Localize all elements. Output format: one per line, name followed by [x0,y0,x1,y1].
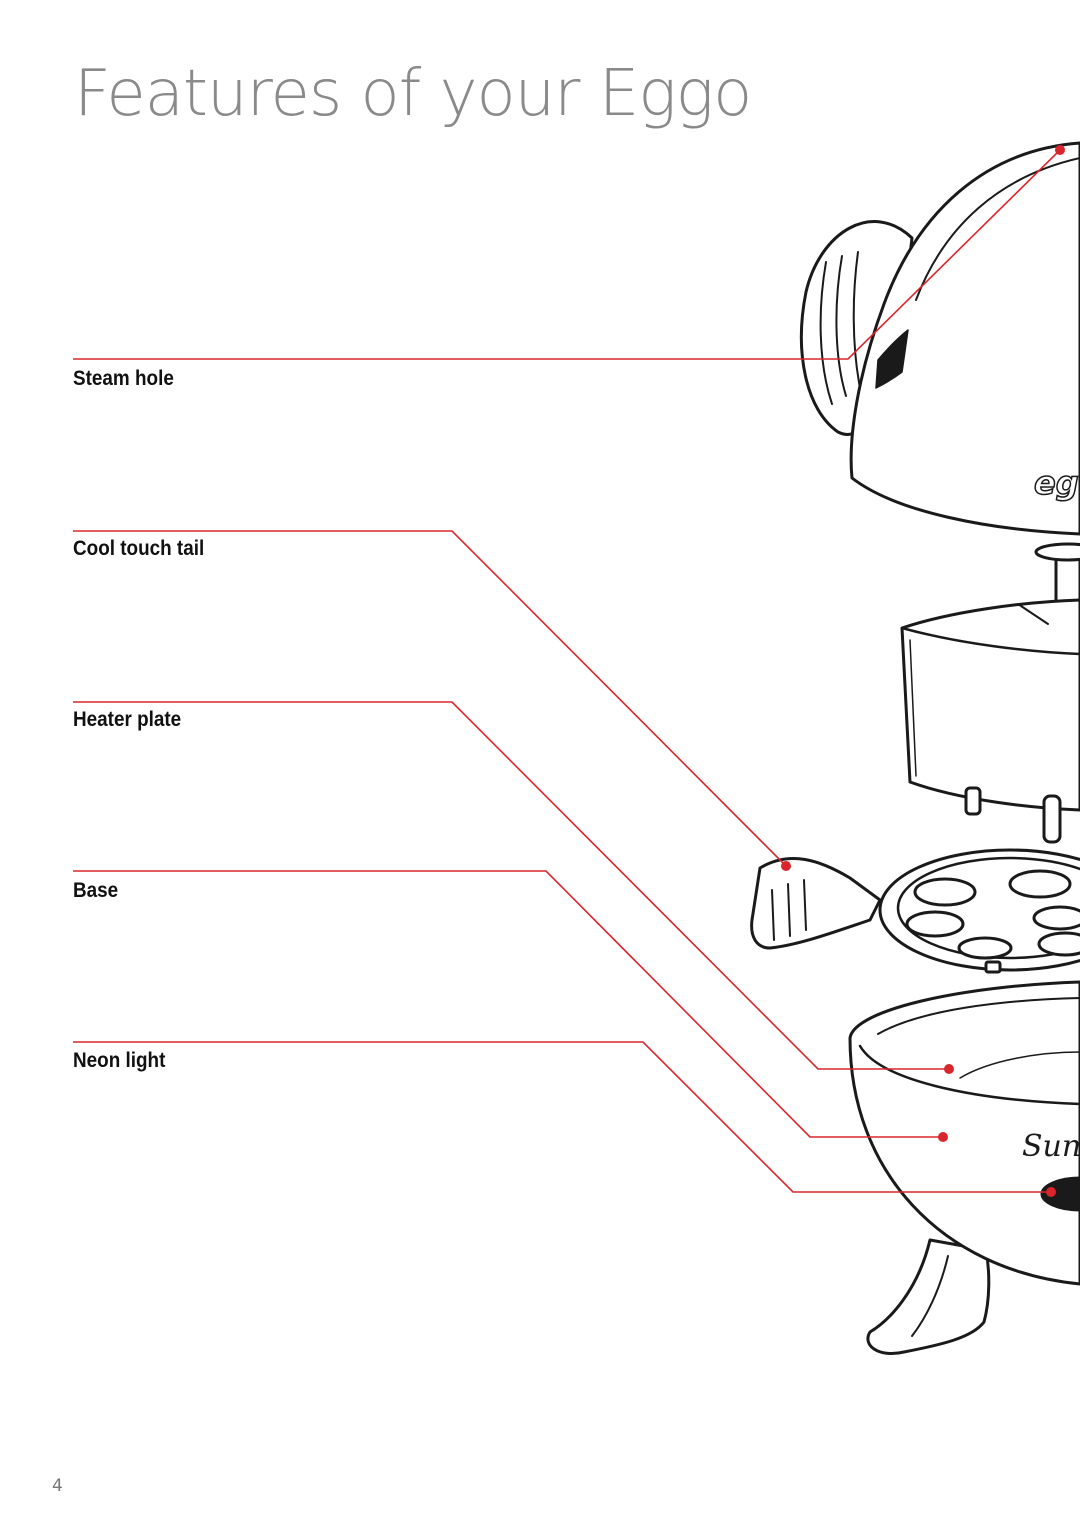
dot-base [938,1132,948,1142]
base-drawing [848,980,1080,1355]
egg-tray-drawing [900,542,1080,844]
lid-drawing [799,141,1080,536]
base-logo: Sunb [1022,1129,1080,1164]
leader-line-neon-light [73,1041,1051,1193]
dot-heater-plate [944,1064,954,1074]
lid-logo: eg [1034,464,1079,502]
label-neon-light: Neon light [73,1049,166,1072]
label-cool-touch-tail: Cool touch tail [73,537,205,560]
dot-neon-light [1046,1187,1056,1197]
leader-line-cool-touch-tail [73,530,787,867]
leader-line-steam-hole [73,149,1061,360]
label-base: Base [73,879,119,902]
dot-cool-touch-tail [781,861,791,871]
leader-dots [781,145,1065,1197]
label-heater-plate: Heater plate [73,708,182,731]
dot-steam-hole [1055,145,1065,155]
label-steam-hole: Steam hole [73,367,174,390]
page-number: 4 [52,1476,63,1496]
heater-plate-drawing [750,848,1080,974]
leader-line-heater-plate [73,701,949,1070]
leader-line-base [73,870,943,1138]
leader-lines [73,149,1061,1193]
page-title: Features of your Eggo [74,57,752,131]
